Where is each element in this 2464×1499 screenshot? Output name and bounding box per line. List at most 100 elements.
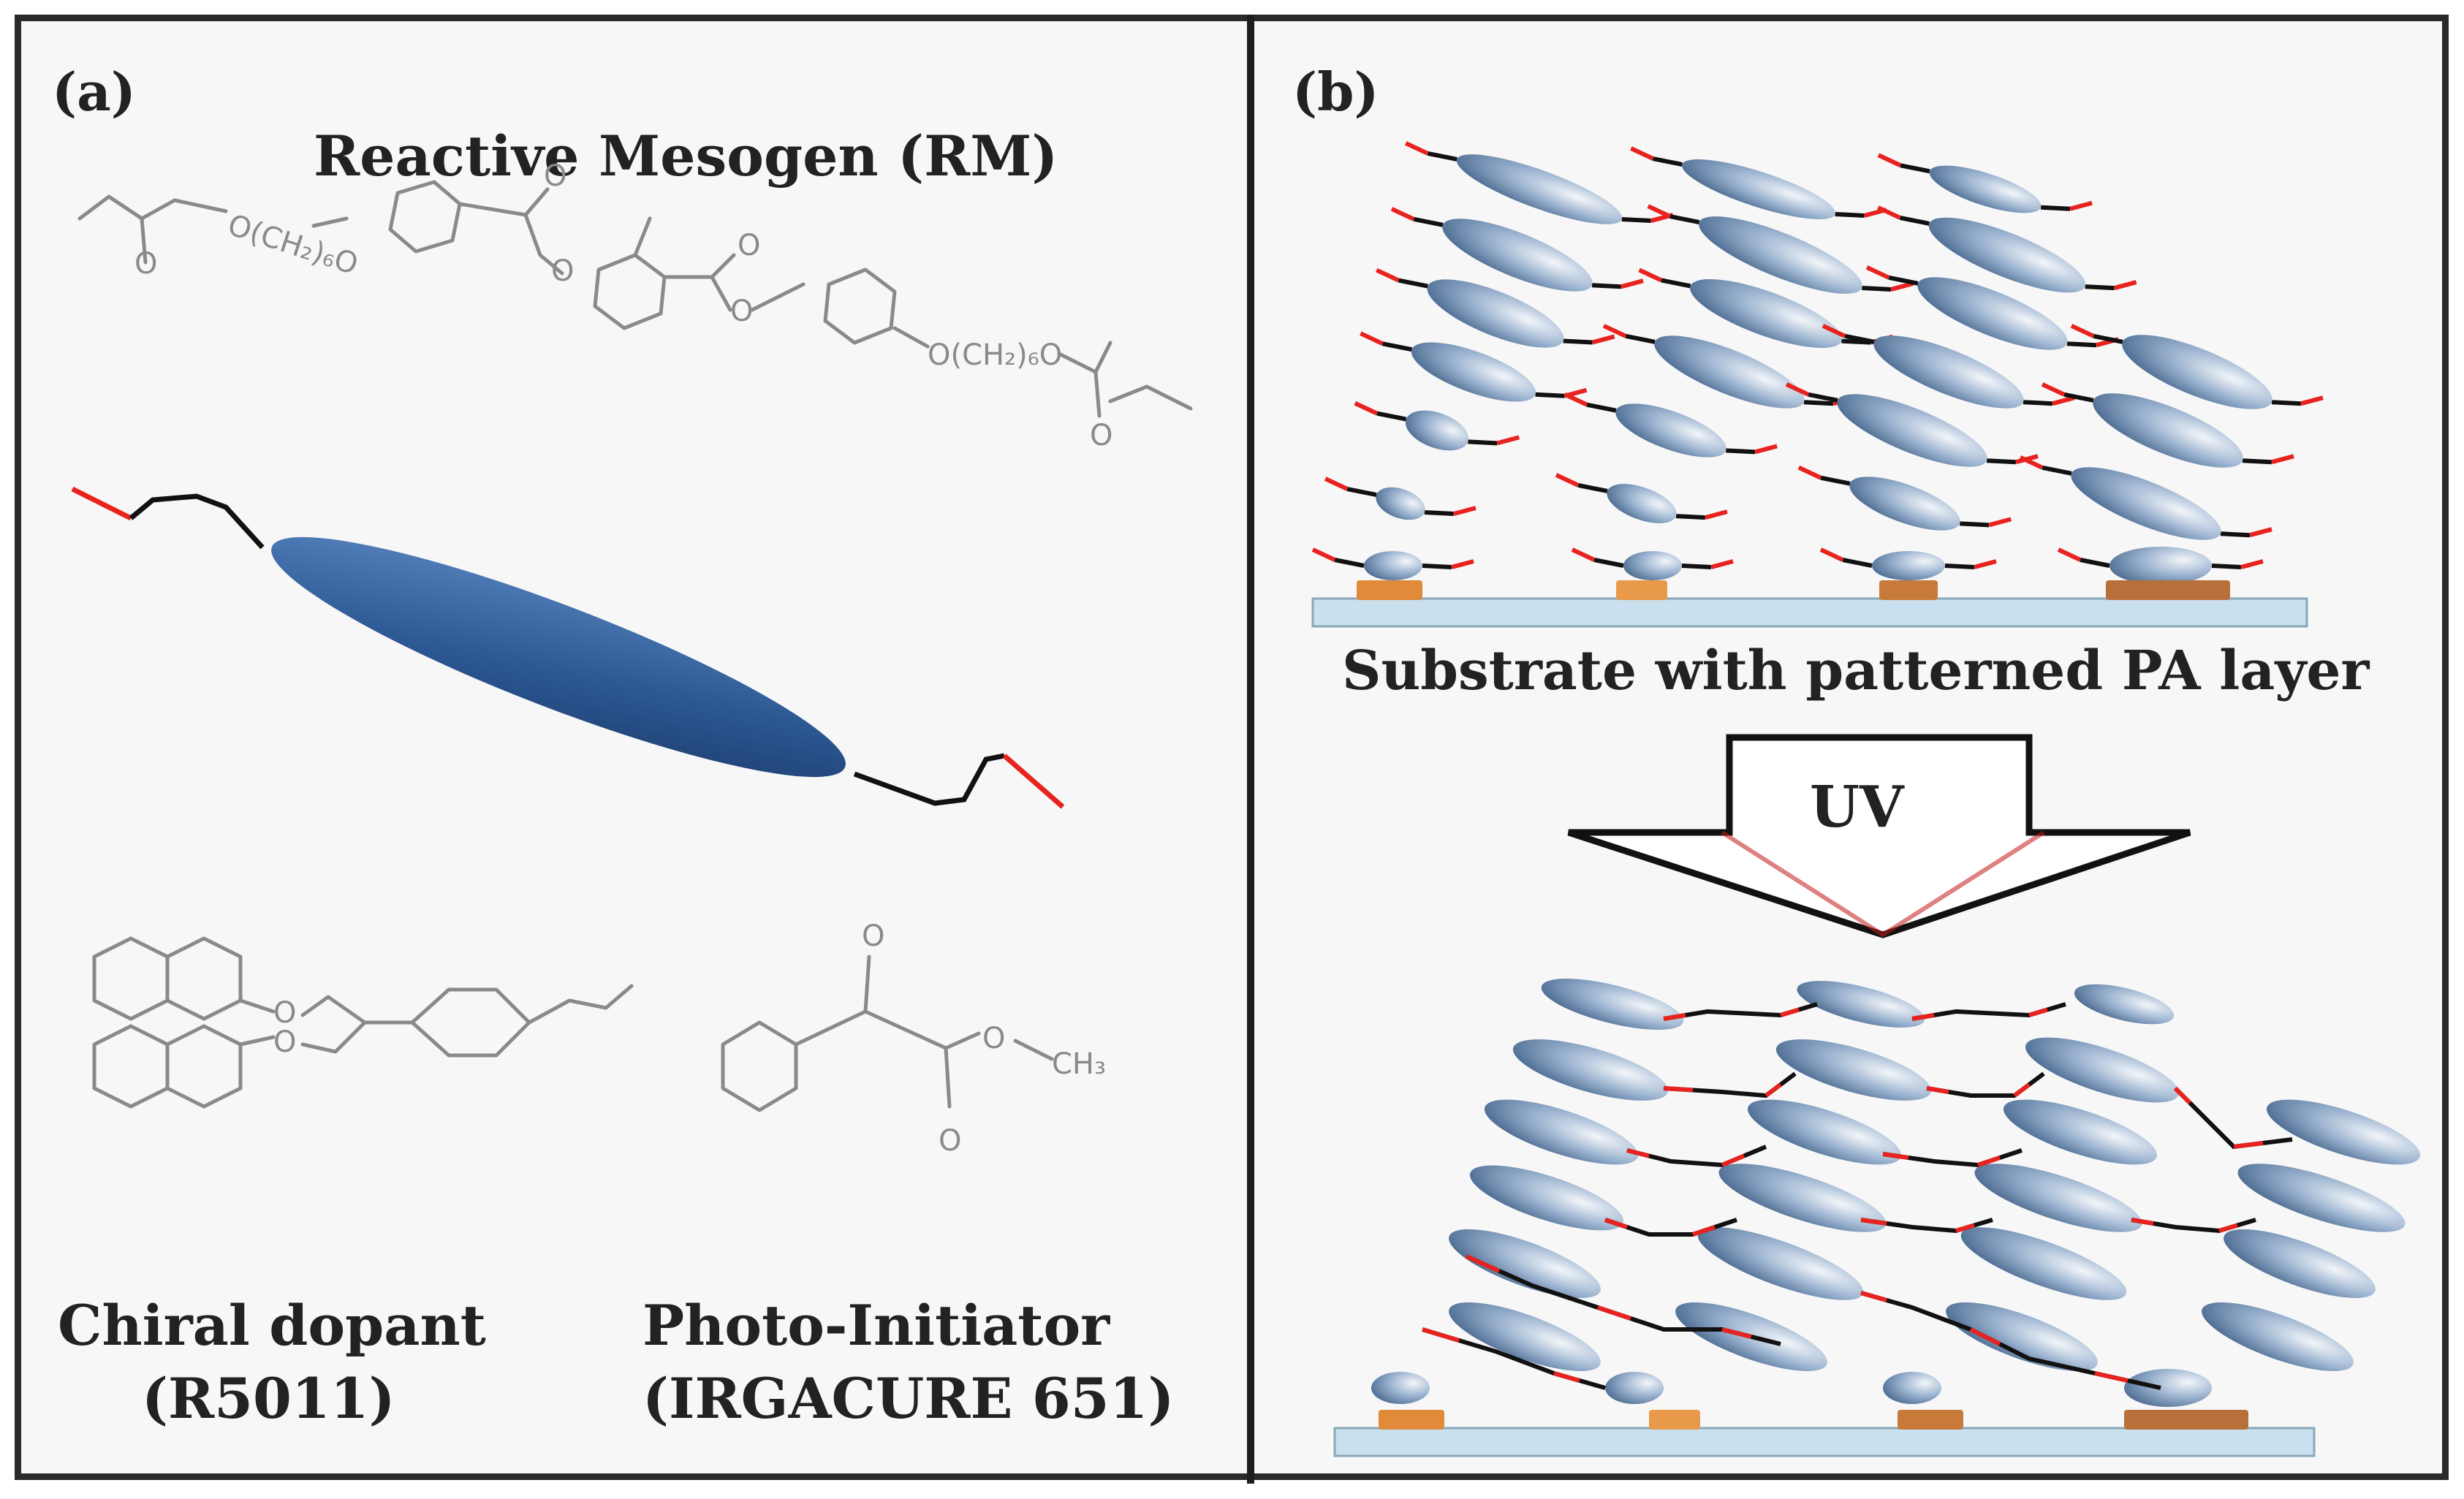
- acrylate-link: [1553, 1371, 1580, 1383]
- spacer-tail: [1900, 163, 1930, 174]
- mesogen-ellipse: [2266, 1099, 2421, 1165]
- acrylate-tail: [1638, 267, 1662, 283]
- photo-initiator-code: (IRGACURE 651): [642, 1366, 1175, 1431]
- mesogen-after: [1797, 981, 1925, 1028]
- mesogen-before: [2041, 382, 2294, 468]
- spacer-tail: [1424, 509, 1455, 516]
- polymer-chain: [1663, 1071, 1797, 1098]
- mesogen-before: [1865, 265, 2119, 350]
- chiral-dopant-name: Chiral dopant: [58, 1293, 486, 1358]
- acrylate-tail: [1496, 435, 1520, 446]
- acrylate-tail: [1630, 146, 1654, 161]
- mesogen-ellipse: [1623, 551, 1682, 580]
- acrylate-link: [2094, 1371, 2128, 1383]
- mesogen-ellipse: [1364, 551, 1422, 580]
- acrylate-link: [1764, 1082, 1782, 1098]
- mesogen-after: [1484, 1099, 1639, 1165]
- acrylate-link: [1911, 1013, 1935, 1021]
- mesogen-ellipse: [1797, 981, 1925, 1028]
- spacer-tail: [1346, 487, 1377, 497]
- acrylate-tail: [1865, 265, 1890, 280]
- rm-o-right: O: [1090, 419, 1112, 452]
- acrylate-tail: [1390, 207, 1415, 221]
- rm-o-ester1: O: [544, 159, 566, 193]
- mesogen-before: [2019, 455, 2272, 540]
- chiral-o2: O: [273, 1025, 296, 1059]
- mesogen-before: [2057, 547, 2264, 585]
- mesogen-after: [2124, 1369, 2212, 1407]
- acrylate-tail: [1988, 517, 2012, 528]
- pa-strip: [2124, 1410, 2248, 1430]
- spacer-tail: [1661, 278, 1691, 289]
- spacer-tail: [1862, 285, 1892, 292]
- mesogen-before: [1822, 324, 2075, 409]
- spacer-tail: [1844, 333, 1875, 344]
- mesogen-ellipse: [1883, 1372, 1941, 1404]
- spacer-tail: [1888, 275, 1919, 286]
- mesogen-after: [1371, 1372, 1430, 1404]
- spacer-tail: [1652, 156, 1683, 167]
- rm-o-ester1b: O: [551, 254, 574, 288]
- rm-o-ester2b: O: [730, 295, 753, 328]
- mesogen-before: [1360, 331, 1588, 402]
- mesogen-after: [1946, 1302, 2098, 1372]
- rm-o-left: O: [134, 247, 157, 281]
- pa-strip: [1898, 1410, 1963, 1430]
- mesogen-after: [2074, 984, 2175, 1025]
- rm-structure: [77, 180, 1193, 418]
- mesogen-ellipse: [1872, 551, 1945, 580]
- acrylate-tail: [1620, 278, 1644, 289]
- acrylate-link: [2131, 1218, 2154, 1226]
- pa-strip: [2106, 580, 2230, 600]
- mesogen-before: [1819, 547, 1997, 580]
- spacer-tail: [2085, 284, 2115, 291]
- rm-cartoon-spacer-left: [129, 493, 265, 550]
- mesogen-before: [1630, 146, 1887, 219]
- mesogen-ellipse: [1697, 1227, 1864, 1300]
- rm-cartoon-core: [271, 536, 846, 778]
- mesogen-ellipse: [2025, 1037, 2180, 1103]
- acrylate-tail: [1453, 506, 1476, 516]
- acrylate-link: [2218, 1223, 2238, 1233]
- mesogen-before: [1324, 477, 1476, 520]
- rm-o-ester2: O: [738, 229, 760, 262]
- photo-ch3: CH₃: [1052, 1047, 1106, 1081]
- acrylate-tail: [1324, 477, 1349, 491]
- spacer-tail: [1535, 392, 1565, 398]
- mesogen-ellipse: [1605, 1372, 1664, 1404]
- substrate-label: Substrate with patterned PA layer: [1342, 640, 2370, 702]
- mesogen-after: [1541, 979, 1684, 1030]
- pa-pattern-top: [1357, 580, 2230, 600]
- mesogen-ellipse: [1960, 1227, 2127, 1300]
- mesogen-ellipse: [1690, 278, 1842, 349]
- spacer-tail: [1591, 283, 1622, 289]
- spacer-tail: [1422, 563, 1452, 569]
- mesogen-after: [2237, 1164, 2406, 1232]
- rm-cartoon: [71, 486, 1065, 809]
- acrylate-link: [1977, 1155, 2001, 1167]
- mesogen-ellipse: [1873, 335, 2024, 409]
- acrylate-link: [1721, 1327, 1752, 1339]
- spacer-tail: [1820, 475, 1851, 486]
- acrylate-link: [1969, 1327, 2001, 1346]
- acrylate-link: [1692, 1225, 1716, 1237]
- mesogen-ellipse: [1615, 403, 1726, 458]
- acrylate-link: [2028, 1007, 2048, 1017]
- uv-arrow-tip-highlight: [1721, 830, 2045, 938]
- acrylate-tail: [1785, 382, 1810, 397]
- photo-o-bottom: O: [939, 1124, 961, 1158]
- mesogen-ellipse: [1917, 277, 2068, 350]
- acrylate-tail: [1360, 331, 1384, 346]
- acrylate-link: [1422, 1327, 1460, 1343]
- mesogen-after: [1747, 1099, 1902, 1165]
- spacer-tail: [2063, 392, 2094, 403]
- acrylate-tail: [2069, 200, 2093, 211]
- spacer-tail: [2040, 205, 2071, 211]
- panel-divider: [1247, 15, 1254, 1484]
- mesogen-after: [2003, 1099, 2158, 1165]
- acrylate-link: [1780, 1007, 1800, 1017]
- acrylate-link: [1721, 1153, 1745, 1167]
- spacer-tail: [2242, 458, 2272, 465]
- mesogen-after: [2202, 1302, 2354, 1372]
- mesogen-after: [1960, 1227, 2127, 1300]
